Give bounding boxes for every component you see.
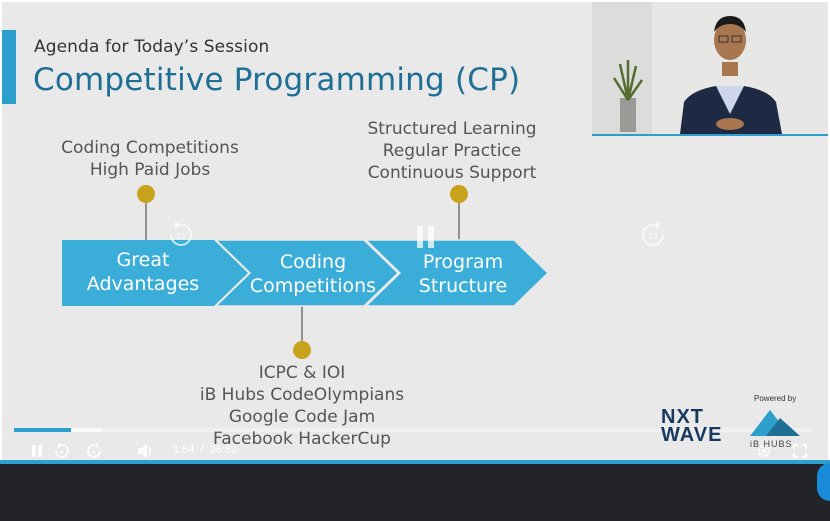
current-time: 1:54 — [173, 444, 195, 456]
step-label-program-structure: Program Structure — [418, 251, 508, 297]
note-great-advantages: Coding Competitions High Paid Jobs — [61, 138, 239, 180]
page-footer-bar — [0, 464, 830, 521]
powered-by-label: Powered by — [754, 394, 797, 403]
presenter-image — [592, 2, 828, 134]
fullscreen-icon — [793, 444, 807, 458]
agenda-title: Agenda for Today’s Session — [34, 37, 270, 57]
forward-10-icon[interactable]: 10 — [638, 220, 668, 255]
settings-button[interactable] — [754, 440, 774, 462]
time-display: 1:54 / 26:52 — [173, 444, 237, 456]
gear-icon — [757, 444, 771, 458]
video-frame[interactable]: Agenda for Today’s Session Competitive P… — [2, 2, 828, 464]
forward-icon — [87, 443, 101, 458]
arrow-step-1 — [62, 240, 248, 306]
progress-track[interactable] — [14, 428, 814, 432]
connector-dot-3 — [450, 185, 468, 203]
nxtwave-logo: NXT WAVE — [661, 406, 723, 446]
step-label-coding-competitions: Coding Competitions — [249, 251, 377, 297]
connector-dot-2 — [293, 341, 311, 359]
rewind-10-icon[interactable]: 10 — [166, 220, 196, 255]
svg-text:10: 10 — [177, 232, 186, 241]
arrow-step-2 — [214, 239, 400, 307]
pause-button[interactable] — [28, 440, 46, 462]
volume-button[interactable] — [136, 440, 156, 462]
rewind-icon — [55, 443, 69, 458]
note-coding-competitions: ICPC & IOI iB Hubs CodeOlympians Google … — [199, 363, 405, 449]
ibhubs-logo-text: iB HUBS — [750, 439, 793, 449]
branding-logos: NXT WAVE Powered by iB HUBS — [658, 394, 828, 454]
time-separator: / — [200, 444, 204, 456]
pause-icon — [32, 445, 42, 457]
step-label-great-advantages: Great Advantages — [86, 249, 200, 295]
duration: 26:52 — [209, 444, 238, 456]
svg-text:10: 10 — [649, 232, 658, 241]
player-controls: 1:54 / 26:52 — [2, 422, 828, 464]
slide-accent-bar — [2, 30, 16, 104]
fullscreen-button[interactable] — [790, 440, 810, 462]
process-arrow-diagram — [62, 185, 550, 359]
volume-icon — [138, 444, 152, 458]
ibhubs-logo-icon — [750, 410, 800, 436]
arrow-step-3 — [364, 239, 550, 307]
slide-title: Competitive Programming (CP) — [33, 62, 521, 98]
pause-icon[interactable] — [414, 224, 438, 255]
connector-dot-1 — [137, 185, 155, 203]
chat-fab-button[interactable] — [817, 463, 830, 501]
note-program-structure: Structured Learning Regular Practice Con… — [367, 119, 537, 183]
forward-button[interactable] — [84, 440, 104, 462]
presenter-camera-inset — [592, 2, 828, 136]
player-bottom-band — [0, 460, 830, 464]
progress-played[interactable] — [14, 428, 71, 432]
rewind-button[interactable] — [52, 440, 72, 462]
